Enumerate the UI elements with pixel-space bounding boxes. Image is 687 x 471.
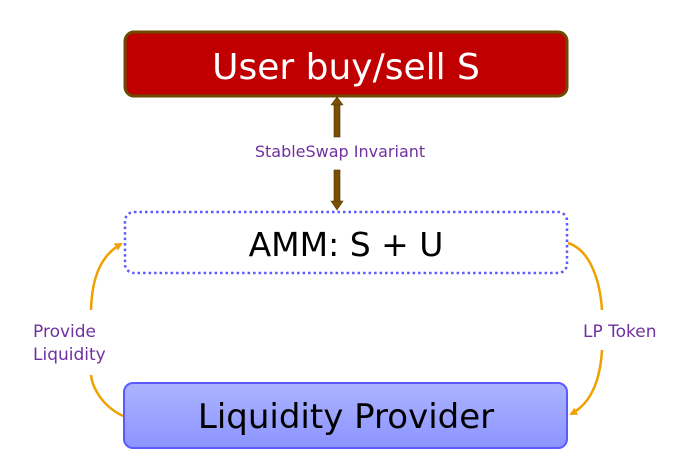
- lp-token-label: LP Token: [583, 322, 657, 342]
- user-node-label: User buy/sell S: [212, 47, 480, 88]
- amm-node: AMM: S + U: [123, 210, 569, 275]
- provide-label-line2: Liquidity: [33, 345, 106, 365]
- provide-liquidity-arc-lower: [89, 374, 124, 418]
- invariant-double-arrow: [330, 96, 344, 211]
- provide-label-line1: Provide: [33, 322, 96, 342]
- provider-node: Liquidity Provider: [123, 382, 568, 449]
- provide-liquidity-label: Provide Liquidity: [33, 322, 106, 365]
- amm-node-label: AMM: S + U: [249, 225, 444, 264]
- lp-token-arc-lower: [569, 349, 604, 416]
- provide-liquidity-arc-upper: [89, 242, 123, 311]
- provider-node-label: Liquidity Provider: [198, 397, 494, 437]
- user-node: User buy/sell S: [123, 30, 569, 98]
- invariant-label: StableSwap Invariant: [255, 142, 425, 161]
- lp-token-arc-upper: [567, 241, 604, 311]
